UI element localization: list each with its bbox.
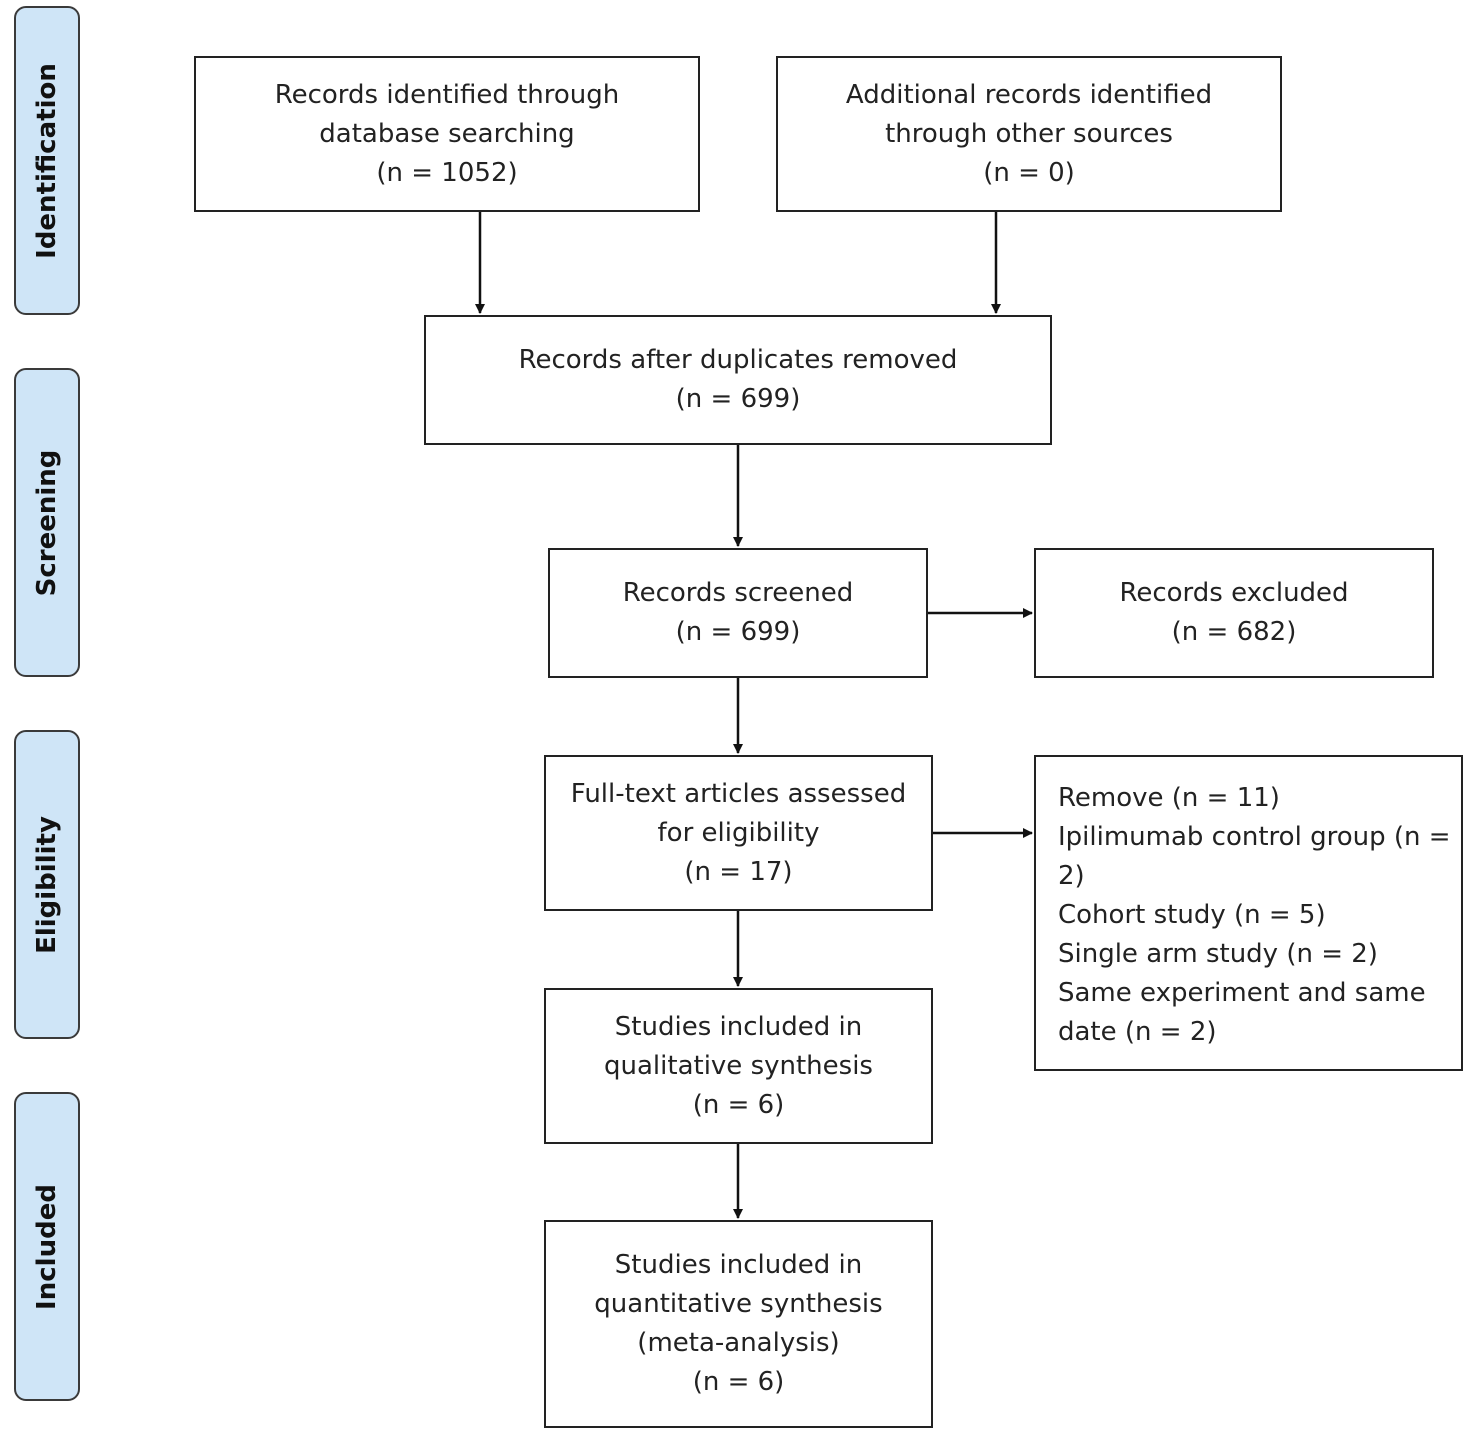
box-text-line: (n = 6) bbox=[692, 1367, 785, 1397]
box-text-line: qualitative synthesis bbox=[604, 1050, 873, 1081]
box-text-line: date (n = 2) bbox=[1058, 1017, 1217, 1047]
quantitative-synthesis-box: Studies included in quantitative synthes… bbox=[544, 1220, 933, 1428]
box-text-line: (meta-analysis) bbox=[637, 1328, 840, 1358]
box-text-line: Remove (n = 11) bbox=[1058, 783, 1280, 813]
qualitative-synthesis-box: Studies included in qualitative synthesi… bbox=[544, 988, 933, 1144]
box-text-line: Full-text articles assessed bbox=[570, 778, 907, 809]
box-text-line: (n = 699) bbox=[675, 617, 801, 647]
box-text-line: Single arm study (n = 2) bbox=[1058, 939, 1378, 969]
box-text-line: through other sources bbox=[885, 118, 1173, 149]
records-screened-box: Records screened (n = 699) bbox=[548, 548, 928, 678]
box-text-line: quantitative synthesis bbox=[594, 1289, 883, 1319]
database-records-box: Records identified through database sear… bbox=[194, 56, 700, 212]
box-text-line: Ipilimumab control group (n = bbox=[1058, 822, 1451, 852]
box-text-line: (n = 682) bbox=[1171, 617, 1297, 647]
box-text-line: (n = 6) bbox=[692, 1089, 785, 1120]
box-text-line: Records after duplicates removed bbox=[518, 345, 958, 375]
box-text-line: Records excluded bbox=[1119, 578, 1349, 608]
box-text-line: (n = 699) bbox=[675, 384, 801, 414]
box-text-line: Same experiment and same bbox=[1058, 978, 1426, 1008]
box-text-line: Cohort study (n = 5) bbox=[1058, 900, 1326, 930]
after-duplicates-box: Records after duplicates removed (n = 69… bbox=[424, 315, 1052, 445]
stage-identification: Identification bbox=[14, 6, 80, 315]
full-text-assessed-box: Full-text articles assessed for eligibil… bbox=[544, 755, 933, 911]
box-text-line: Records screened bbox=[622, 578, 854, 608]
box-text-line: 2) bbox=[1058, 861, 1085, 891]
box-text-line: Studies included in bbox=[614, 1011, 863, 1042]
stage-eligibility: Eligibility bbox=[14, 730, 80, 1039]
full-text-excluded-box: Remove (n = 11) Ipilimumab control group… bbox=[1034, 755, 1463, 1071]
records-excluded-box: Records excluded (n = 682) bbox=[1034, 548, 1434, 678]
stage-included: Included bbox=[14, 1092, 80, 1401]
box-text-line: (n = 17) bbox=[684, 856, 793, 887]
box-text-line: database searching bbox=[319, 118, 575, 149]
box-text-line: Records identified through bbox=[274, 79, 620, 110]
box-text-line: (n = 0) bbox=[983, 157, 1075, 188]
stage-screening: Screening bbox=[14, 368, 80, 677]
box-text-line: Additional records identified bbox=[845, 79, 1213, 110]
box-text-line: (n = 1052) bbox=[376, 157, 518, 188]
other-sources-box: Additional records identified through ot… bbox=[776, 56, 1282, 212]
box-text-line: Studies included in bbox=[614, 1250, 863, 1280]
box-text-line: for eligibility bbox=[657, 817, 820, 848]
